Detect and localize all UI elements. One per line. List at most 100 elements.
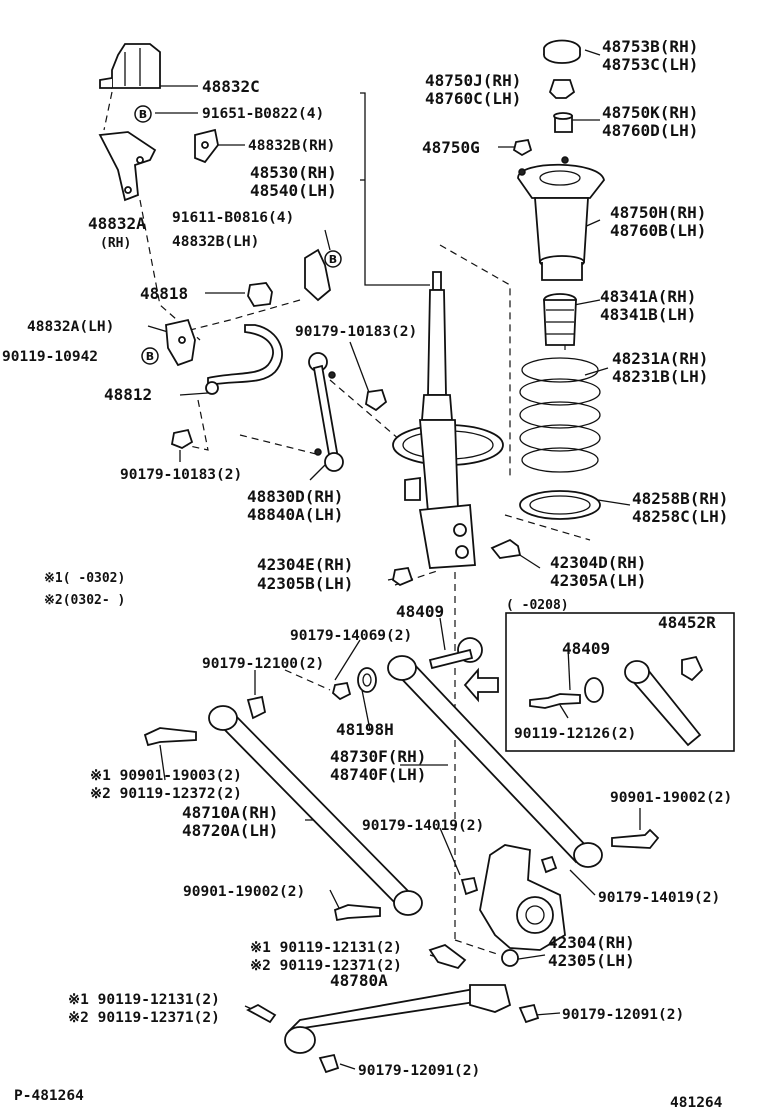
label-90119-12126: 90119-12126(2)	[514, 726, 636, 742]
upper-arm-48730f	[387, 637, 603, 868]
label-48760c: 48760C(LH)	[425, 89, 521, 108]
label-48840a: 48840A(LH)	[247, 505, 343, 524]
note-2: ※2(0302- )	[44, 593, 125, 608]
bracket-48832a-rh	[98, 131, 157, 202]
label-90119-12131-b: ※1 90119-12131(2)	[68, 992, 220, 1008]
label-48452r: 48452R	[658, 613, 716, 632]
footer-left-code: P-481264	[14, 1088, 84, 1104]
label-90119-10942: 90119-10942	[2, 349, 98, 365]
label-42305b: 42305B(LH)	[257, 574, 353, 593]
label-90179-14069: 90179-14069(2)	[290, 628, 412, 644]
nut-48750g	[512, 138, 533, 157]
label-48730f: 48730F(RH)	[330, 747, 426, 766]
assembly-dashed-lines	[103, 91, 591, 956]
cap-48753b	[543, 39, 581, 64]
part-labels: 48832C 91651-B0822(4) 48832B(RH) 48832A …	[2, 37, 732, 1111]
small-parts-arms	[143, 681, 660, 922]
label-90119-12371-a: ※2 90119-12371(2)	[250, 958, 402, 974]
label-90179-12091-a: 90179-12091(2)	[562, 1007, 684, 1023]
label-90179-10183-b: 90179-10183(2)	[120, 467, 242, 483]
label-90901-19002-a: 90901-19002(2)	[610, 790, 732, 806]
stabilizer-bracket-48832c	[99, 43, 161, 89]
label-48750g: 48750G	[422, 138, 480, 157]
bracket-48832b-lh	[304, 248, 331, 302]
bracket-48832a-lh	[165, 318, 196, 367]
label-48750h: 48750H(RH)	[610, 203, 706, 222]
support-48750h	[517, 156, 605, 281]
label-48231b: 48231B(LH)	[612, 367, 708, 386]
label-48832b-lh: 48832B(LH)	[172, 234, 259, 250]
inset-arrow	[463, 667, 499, 703]
label-90179-14019-b: 90179-14019(2)	[598, 890, 720, 906]
nut-90179-10183-a	[365, 389, 388, 412]
label-48258b: 48258B(RH)	[632, 489, 728, 508]
label-48760b: 48760B(LH)	[610, 221, 706, 240]
label-90179-14019-a: 90179-14019(2)	[362, 818, 484, 834]
label-48258c: 48258C(LH)	[632, 507, 728, 526]
label-90119-12131-a: ※1 90119-12131(2)	[250, 940, 402, 956]
washer-48198h	[357, 667, 377, 693]
label-48812: 48812	[104, 385, 152, 404]
label-90179-10183-a: 90179-10183(2)	[295, 324, 417, 340]
label-48198h: 48198H	[336, 720, 394, 739]
circle-b-marker-3: B	[141, 347, 159, 365]
label-90179-12100: 90179-12100(2)	[202, 656, 324, 672]
label-48341b: 48341B(LH)	[600, 305, 696, 324]
label-48753b: 48753B(RH)	[602, 37, 698, 56]
note-1: ※1( -0302)	[44, 571, 125, 586]
label-48740f: 48740F(LH)	[330, 765, 426, 784]
nut-48750j	[548, 79, 576, 99]
inset-period: ( -0208)	[506, 598, 569, 613]
bushing-48750k	[553, 112, 573, 133]
label-48720a: 48720A(LH)	[182, 821, 278, 840]
stabilizer-link-48830d	[308, 352, 344, 472]
svg-text:B: B	[329, 253, 337, 266]
svg-text:B: B	[139, 108, 147, 121]
label-48530: 48530(RH)	[250, 163, 337, 182]
label-48409-main: 48409	[396, 602, 444, 621]
label-48832a: 48832A	[88, 214, 146, 233]
label-48750k: 48750K(RH)	[602, 103, 698, 122]
label-48760d: 48760D(LH)	[602, 121, 698, 140]
label-48832c: 48832C	[202, 77, 260, 96]
bracket-48832b-rh	[194, 128, 219, 164]
footer-right-code: 481264	[670, 1095, 723, 1111]
label-rh: (RH)	[100, 236, 131, 251]
nut-90179-10183-b	[170, 428, 194, 450]
leader-lines	[147, 49, 641, 1070]
label-90179-12091-b: 90179-12091(2)	[358, 1063, 480, 1079]
spring-seat-48258b	[519, 490, 601, 520]
arm-48710a	[208, 705, 423, 916]
label-48409-inset: 48409	[562, 639, 610, 658]
label-48710a: 48710A(RH)	[182, 803, 278, 822]
label-48830d: 48830D(RH)	[247, 487, 343, 506]
coil-spring-48231a	[519, 357, 601, 473]
label-48832a-lh: 48832A(LH)	[27, 319, 114, 335]
strut-bolts	[392, 538, 522, 587]
label-48341a: 48341A(RH)	[600, 287, 696, 306]
label-42304: 42304(RH)	[548, 933, 635, 952]
label-48780a: 48780A	[330, 971, 388, 990]
stabilizer-bar-48812	[205, 324, 283, 395]
hub-carrier-42304	[428, 844, 566, 970]
label-48231a: 48231A(RH)	[612, 349, 708, 368]
svg-text:B: B	[146, 350, 154, 363]
label-48750j: 48750J(RH)	[425, 71, 521, 90]
bushing-48818	[247, 282, 273, 307]
label-42304e: 42304E(RH)	[257, 555, 353, 574]
label-42305a: 42305A(LH)	[550, 571, 646, 590]
label-90901-19003: ※1 90901-19003(2)	[90, 768, 242, 784]
label-91611-b0816: 91611-B0816(4)	[172, 210, 294, 226]
label-91651-b0822: 91651-B0822(4)	[202, 106, 324, 122]
label-90119-12371-b: ※2 90119-12371(2)	[68, 1010, 220, 1026]
label-42304d: 42304D(RH)	[550, 553, 646, 572]
shock-absorber-48530	[392, 271, 504, 569]
label-48540: 48540(LH)	[250, 181, 337, 200]
circle-b-marker-2: B	[324, 250, 342, 268]
label-42305: 42305(LH)	[548, 951, 635, 970]
circle-b-marker-1: B	[134, 105, 152, 123]
label-90119-12372: ※2 90119-12372(2)	[90, 786, 242, 802]
label-48818: 48818	[140, 284, 188, 303]
